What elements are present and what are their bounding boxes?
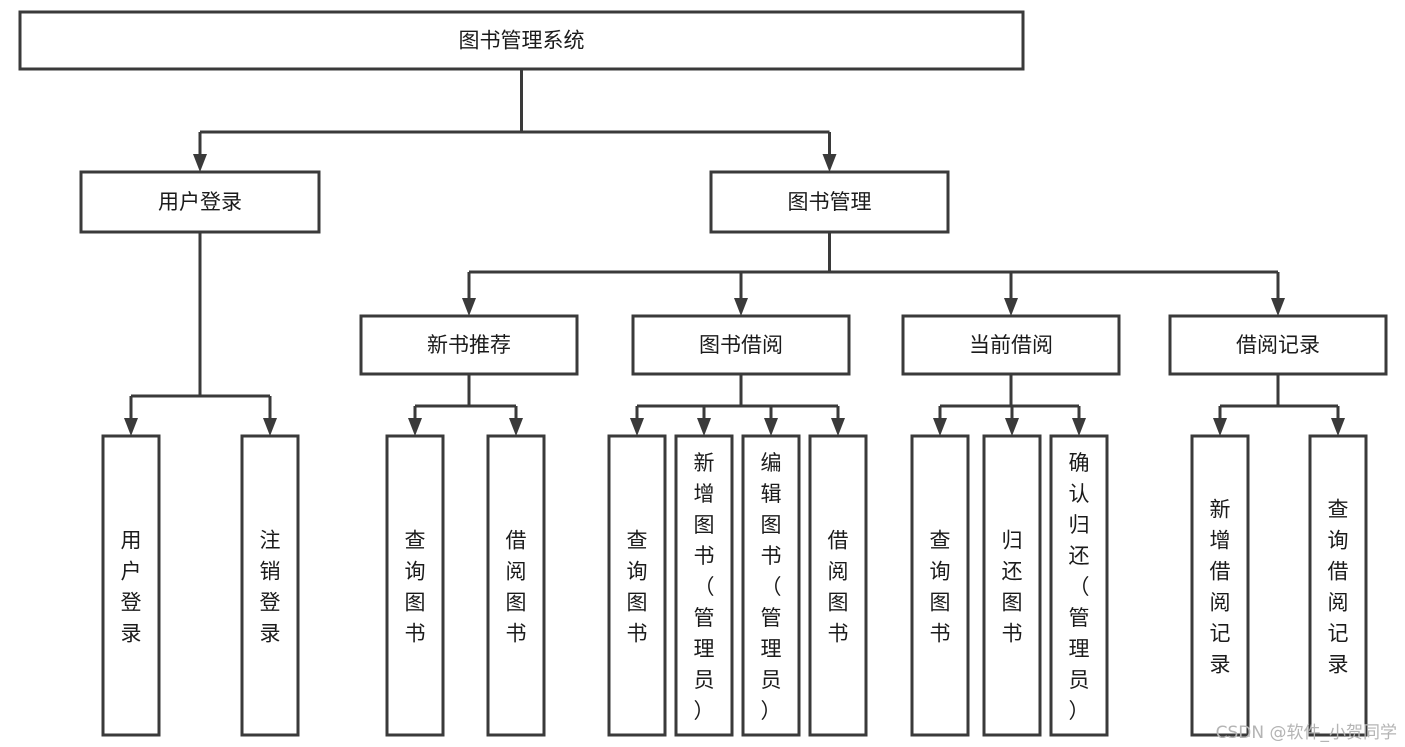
node-label: 新增借阅记录 <box>1210 498 1231 677</box>
node-label: 查询图书 <box>405 529 426 646</box>
node-label: 借阅记录 <box>1236 333 1320 357</box>
connector-group-root <box>193 69 837 172</box>
node-borrow-record[interactable]: 借阅记录 <box>1168 314 1388 376</box>
connector-group-book-manage <box>462 232 1285 316</box>
node-leaf-query-borrow-record[interactable]: 查询借阅记录 <box>1308 434 1368 737</box>
node-label: 查询图书 <box>627 529 648 646</box>
node-layer: 图书管理系统用户登录图书管理新书推荐图书借阅当前借阅借阅记录用户登录注销登录查询… <box>18 10 1388 737</box>
node-leaf-add-borrow-record[interactable]: 新增借阅记录 <box>1190 434 1250 737</box>
node-leaf-query-book-1[interactable]: 查询图书 <box>385 434 445 737</box>
node-label: 图书管理 <box>788 190 872 214</box>
node-leaf-query-book-3[interactable]: 查询图书 <box>910 434 970 737</box>
node-root[interactable]: 图书管理系统 <box>18 10 1025 71</box>
node-label: 用户登录 <box>121 529 142 646</box>
node-label: 注销登录 <box>260 529 281 646</box>
node-current-borrow[interactable]: 当前借阅 <box>901 314 1121 376</box>
node-label: 借阅图书 <box>828 529 849 646</box>
node-label: 用户登录 <box>158 190 242 214</box>
node-label: 确认归还（管理员） <box>1069 451 1090 723</box>
node-leaf-return-book[interactable]: 归还图书 <box>982 434 1042 737</box>
node-label: 归还图书 <box>1002 529 1023 646</box>
node-label: 图书借阅 <box>699 333 783 357</box>
node-leaf-borrow-book-1[interactable]: 借阅图书 <box>486 434 546 737</box>
node-new-book-rec[interactable]: 新书推荐 <box>359 314 579 376</box>
connector-group-book-borrow <box>630 374 845 436</box>
node-leaf-confirm-return-admin[interactable]: 确认归还（管理员） <box>1049 434 1109 737</box>
node-label: 当前借阅 <box>969 333 1053 357</box>
node-leaf-borrow-book-2[interactable]: 借阅图书 <box>808 434 868 737</box>
node-leaf-edit-book-admin[interactable]: 编辑图书（管理员） <box>741 434 801 737</box>
node-label: 图书管理系统 <box>459 29 585 53</box>
node-label: 查询借阅记录 <box>1328 498 1349 677</box>
node-leaf-user-login[interactable]: 用户登录 <box>101 434 161 737</box>
node-label: 新书推荐 <box>427 333 511 357</box>
connector-layer <box>124 69 1345 436</box>
node-leaf-user-logout[interactable]: 注销登录 <box>240 434 300 737</box>
connector-group-borrow-record <box>1213 374 1345 436</box>
node-label: 借阅图书 <box>506 529 527 646</box>
node-user-login[interactable]: 用户登录 <box>79 170 321 234</box>
node-leaf-add-book-admin[interactable]: 新增图书（管理员） <box>674 434 734 737</box>
connector-group-new-book-rec <box>408 374 523 436</box>
connector-group-current-borrow <box>933 374 1086 436</box>
csdn-watermark: CSDN @软件_小贺同学 <box>1215 723 1397 743</box>
node-book-borrow[interactable]: 图书借阅 <box>631 314 851 376</box>
node-book-manage[interactable]: 图书管理 <box>709 170 950 234</box>
node-label: 编辑图书（管理员） <box>761 451 782 723</box>
node-leaf-query-book-2[interactable]: 查询图书 <box>607 434 667 737</box>
node-label: 新增图书（管理员） <box>694 451 715 723</box>
node-label: 查询图书 <box>930 529 951 646</box>
connector-group-user-login <box>124 232 277 436</box>
